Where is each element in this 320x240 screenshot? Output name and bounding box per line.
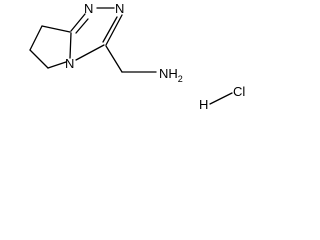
bond-h-cl [209,92,233,105]
atom-chlorine: Cl [233,84,245,99]
bond-c6-c5 [29,49,49,69]
bond-n2-c3 [105,14,123,46]
bond-n2-c3-double [102,16,118,43]
atom-hydrogen: H [199,97,208,112]
bond-n4-c7a [69,32,72,59]
bond-c7a-n1 [70,13,86,32]
bond-c7-c6 [29,25,43,51]
bond-c7a-c7 [41,25,71,33]
amine-subscript: 2 [178,74,183,84]
atom-n-ring-fused: N [65,56,74,71]
amine-nh-label: NH [159,66,178,81]
bond-c5-n4 [47,61,67,69]
atom-labels: N N N NH2 H Cl [65,1,245,112]
chemical-structure: N N N NH2 H Cl [29,1,245,112]
bonds [29,7,233,105]
atom-n-top-right: N [115,1,124,16]
bond-c7a-n1-double [75,18,89,34]
atom-amine: NH2 [159,66,183,84]
bond-c3-n4 [75,44,105,61]
bond-c3-ch2 [105,45,123,73]
atom-n-top-left: N [84,1,93,16]
